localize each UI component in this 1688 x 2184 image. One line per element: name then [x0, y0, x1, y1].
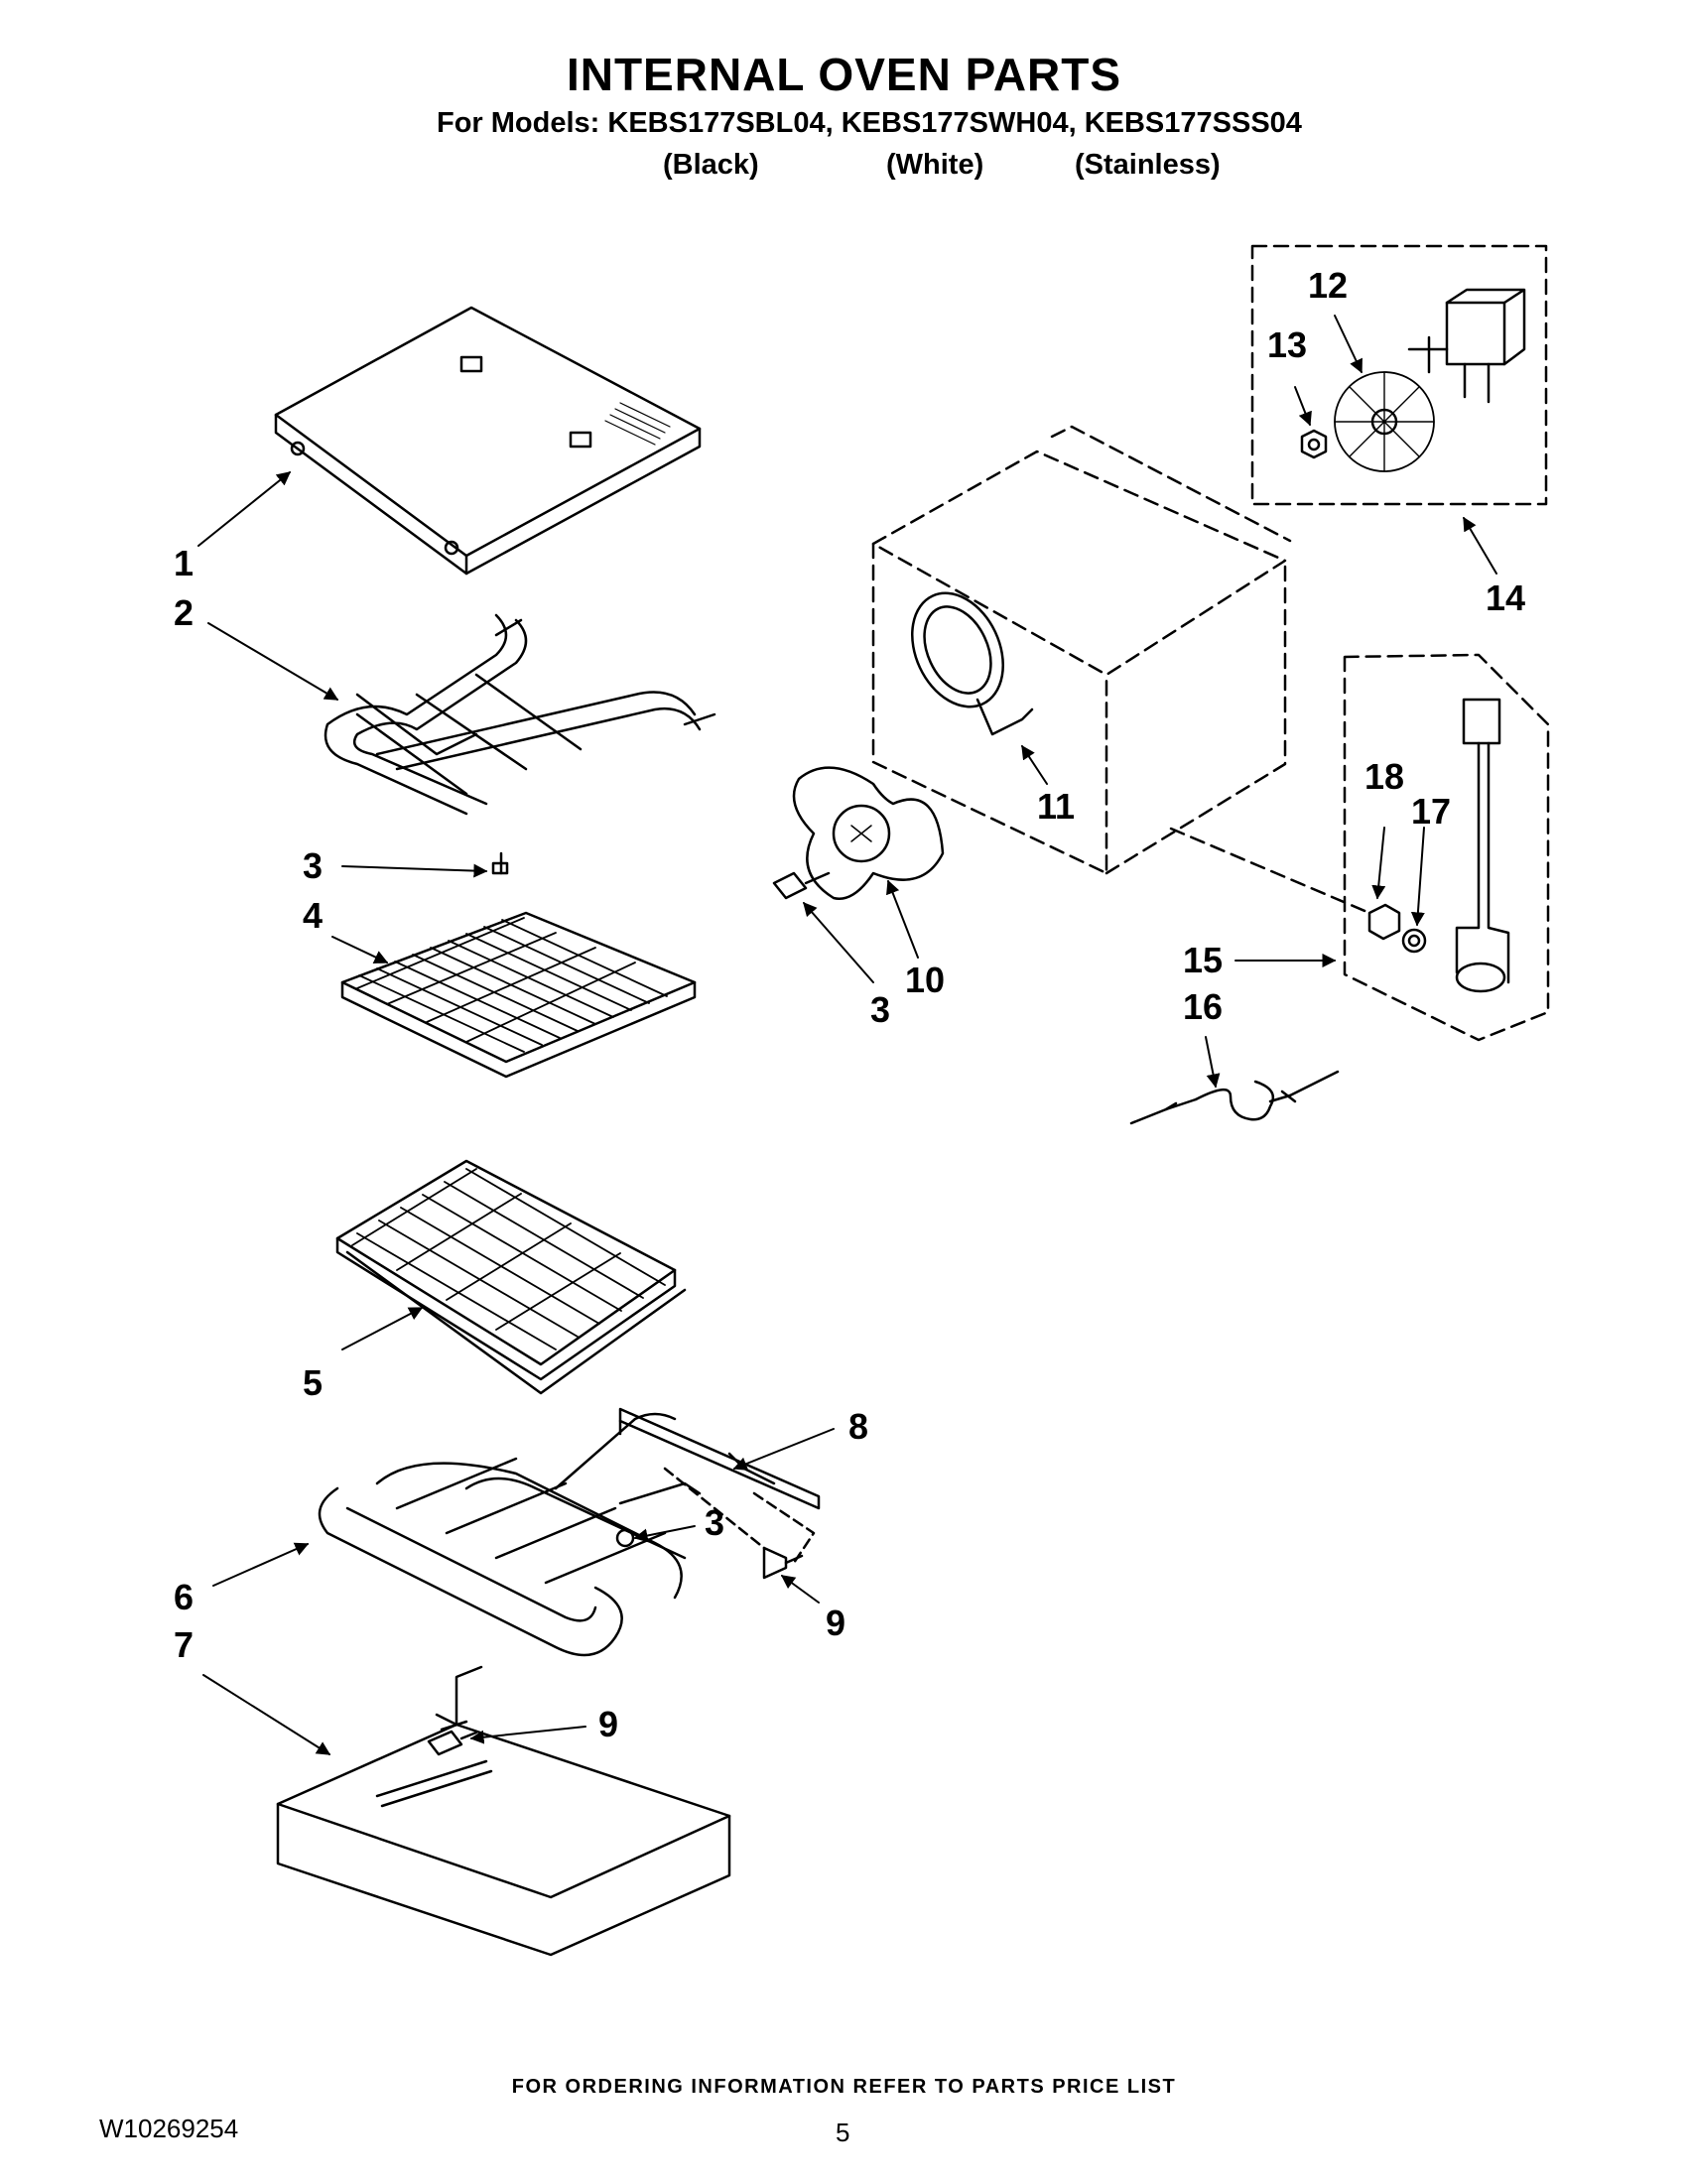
- callout-6: 6: [174, 1577, 195, 1617]
- part-6-bake-element: [318, 1412, 702, 1657]
- part-11-convection-element: [911, 591, 1034, 736]
- color-white-label: (White): [886, 149, 984, 181]
- callout-13: 13: [1267, 324, 1308, 365]
- callout-16: 16: [1183, 986, 1224, 1027]
- part-17-washer: [1401, 928, 1427, 954]
- callout-17: 17: [1411, 791, 1452, 832]
- callout-3-element: 3: [705, 1502, 725, 1543]
- callout-15: 15: [1183, 940, 1224, 980]
- part-7-drip-tray: [276, 1665, 731, 1957]
- color-black-label: (Black): [663, 149, 759, 181]
- callout-4: 4: [303, 895, 324, 936]
- callout-9-lower: 9: [598, 1704, 619, 1744]
- oven-cavity: [871, 425, 1292, 875]
- page-number: 5: [836, 2118, 850, 2147]
- callout-1: 1: [174, 543, 195, 583]
- callout-8: 8: [848, 1406, 869, 1447]
- part-10-fan-baffle: [792, 766, 945, 900]
- callout-2: 2: [174, 592, 195, 633]
- part-18-nut: [1367, 903, 1401, 941]
- part-5-roller-rack: [335, 1159, 687, 1395]
- part-13-nut: [1300, 429, 1328, 459]
- part-1-cover-panel: [274, 306, 702, 576]
- callout-3-screw: 3: [303, 845, 324, 886]
- ordering-note: FOR ORDERING INFORMATION REFER TO PARTS …: [511, 2076, 1177, 2098]
- part-15-thermostat: [1455, 698, 1510, 993]
- callout-14: 14: [1486, 578, 1526, 618]
- callout-11: 11: [1037, 786, 1076, 827]
- part-9-screw-upper: [762, 1546, 804, 1580]
- callout-5: 5: [303, 1362, 324, 1403]
- callout-10: 10: [905, 960, 946, 1000]
- part-2-broil-element: [324, 613, 716, 875]
- part-3-screw-fan: [772, 871, 831, 900]
- callout-7: 7: [174, 1624, 195, 1665]
- screw-leader-lines: [663, 1467, 816, 1565]
- callout-9-upper: 9: [826, 1603, 846, 1643]
- callout-18: 18: [1364, 756, 1405, 797]
- callout-3-fan: 3: [870, 989, 891, 1030]
- models-line: For Models: KEBS177SBL04, KEBS177SWH04, …: [437, 107, 1302, 139]
- part-14-kit-box: [1250, 244, 1548, 506]
- document-number: W10269254: [99, 2114, 239, 2143]
- part-4-oven-rack: [340, 911, 697, 1079]
- callout-arrows: [197, 315, 1497, 1755]
- part-12-fan-blade: [1334, 371, 1435, 472]
- part-14-fan-motor: [1407, 288, 1526, 404]
- page-title: INTERNAL OVEN PARTS: [566, 49, 1122, 100]
- callout-12: 12: [1308, 265, 1349, 306]
- thermostat-mount-line: [1169, 827, 1371, 915]
- part-16-probe: [1129, 1070, 1340, 1125]
- color-stainless-label: (Stainless): [1075, 149, 1221, 181]
- part-15-box: [1343, 653, 1550, 1042]
